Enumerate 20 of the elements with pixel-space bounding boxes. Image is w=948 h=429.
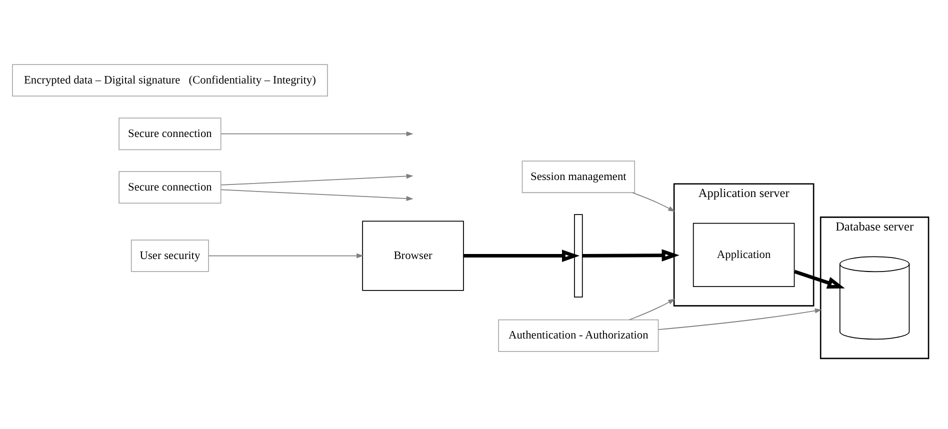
node-box: Encrypted data – Digital signature (Confidentiality – Integrity) <box>12 64 328 96</box>
arrow <box>658 308 822 330</box>
cluster: Database server <box>820 216 930 359</box>
arrow <box>220 188 414 200</box>
arrow <box>794 269 845 288</box>
node-box: User security <box>130 239 209 272</box>
node-box: Secure connection <box>118 117 222 150</box>
arrow <box>632 192 676 212</box>
arrow <box>220 130 414 136</box>
node-bar <box>574 214 583 297</box>
node-box: Application <box>692 222 795 286</box>
arrow <box>464 249 580 262</box>
node-box: Browser <box>362 220 464 290</box>
node-box: Session management <box>522 160 636 193</box>
node-box: Authentication - Authorization <box>498 318 659 352</box>
arrow <box>220 173 414 185</box>
arrow <box>208 252 364 258</box>
node-box: Secure connection <box>118 170 222 204</box>
arrow <box>628 298 676 320</box>
arrow <box>582 248 680 262</box>
